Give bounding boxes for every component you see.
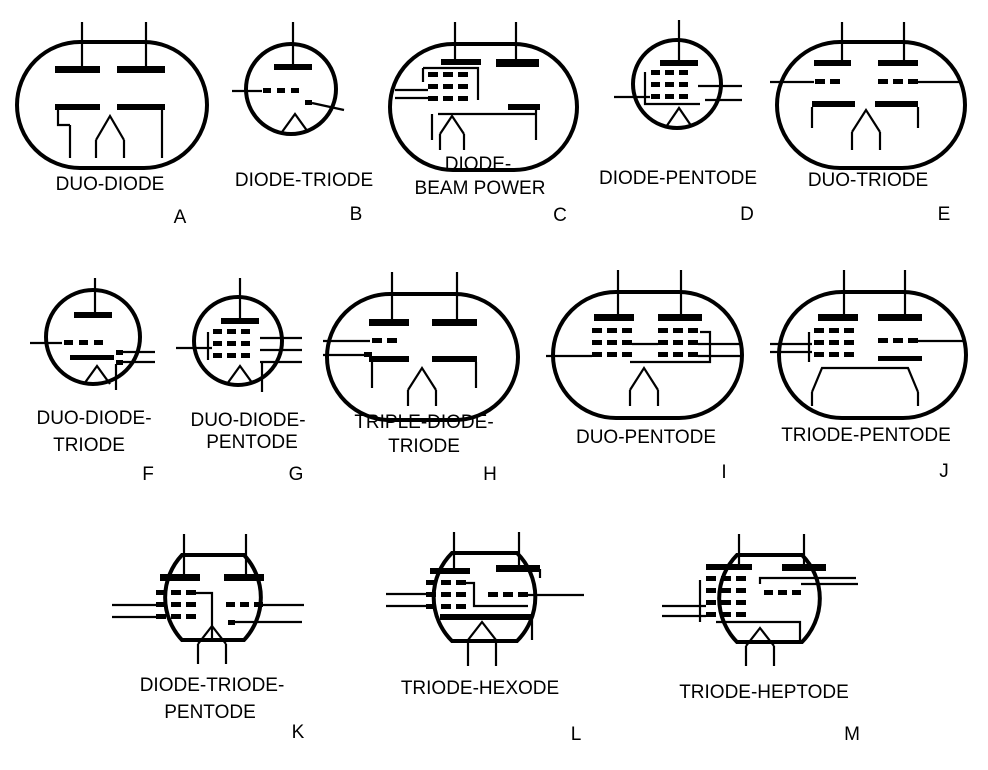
letter-k: K [292, 722, 305, 743]
letter-j: J [939, 461, 949, 482]
letter-l: L [571, 724, 582, 745]
label-k-line2: PENTODE [164, 702, 256, 723]
label-l: TRIODE-HEXODE [401, 678, 559, 699]
tube-k-symbol [112, 534, 304, 664]
label-h-line2: TRIODE [388, 436, 460, 457]
label-h-line1: TRIPLE-DIODE- [354, 412, 493, 433]
label-a: DUO-DIODE [56, 174, 165, 195]
tube-m-symbol [662, 534, 858, 666]
letter-a: A [174, 207, 187, 228]
tube-d-symbol [614, 20, 742, 130]
tube-h-symbol [323, 272, 520, 422]
tube-g-symbol [176, 278, 302, 392]
label-m: TRIODE-HEPTODE [679, 682, 849, 703]
letter-m: M [844, 724, 860, 745]
label-c-line1: DIODE- [445, 154, 512, 175]
tube-e-symbol [770, 22, 967, 170]
label-f-line1: DUO-DIODE- [36, 408, 151, 429]
label-j: TRIODE-PENTODE [781, 425, 951, 446]
tube-i-symbol [546, 270, 744, 420]
tube-b-symbol [232, 22, 345, 136]
letter-c: C [553, 205, 567, 226]
letter-i: I [721, 462, 726, 483]
label-e: DUO-TRIODE [808, 170, 928, 191]
label-g-line1: DUO-DIODE- [190, 410, 305, 431]
tube-a-symbol [15, 22, 209, 170]
letter-e: E [938, 204, 951, 225]
label-b: DIODE-TRIODE [235, 170, 373, 191]
label-k-line1: DIODE-TRIODE- [140, 675, 285, 696]
label-d: DIODE-PENTODE [599, 168, 757, 189]
label-i: DUO-PENTODE [576, 427, 716, 448]
label-g-line2: PENTODE [206, 432, 298, 453]
label-f-line2: TRIODE [53, 435, 125, 456]
letter-h: H [483, 464, 497, 485]
letter-f: F [142, 464, 154, 485]
letter-g: G [289, 464, 304, 485]
tube-f-symbol [30, 278, 155, 390]
label-c-line2: BEAM POWER [415, 178, 546, 199]
tube-j-symbol [770, 270, 968, 420]
letter-b: B [350, 204, 363, 225]
letter-d: D [740, 204, 754, 225]
tube-c-symbol [388, 22, 579, 172]
tube-l-symbol [386, 532, 584, 666]
